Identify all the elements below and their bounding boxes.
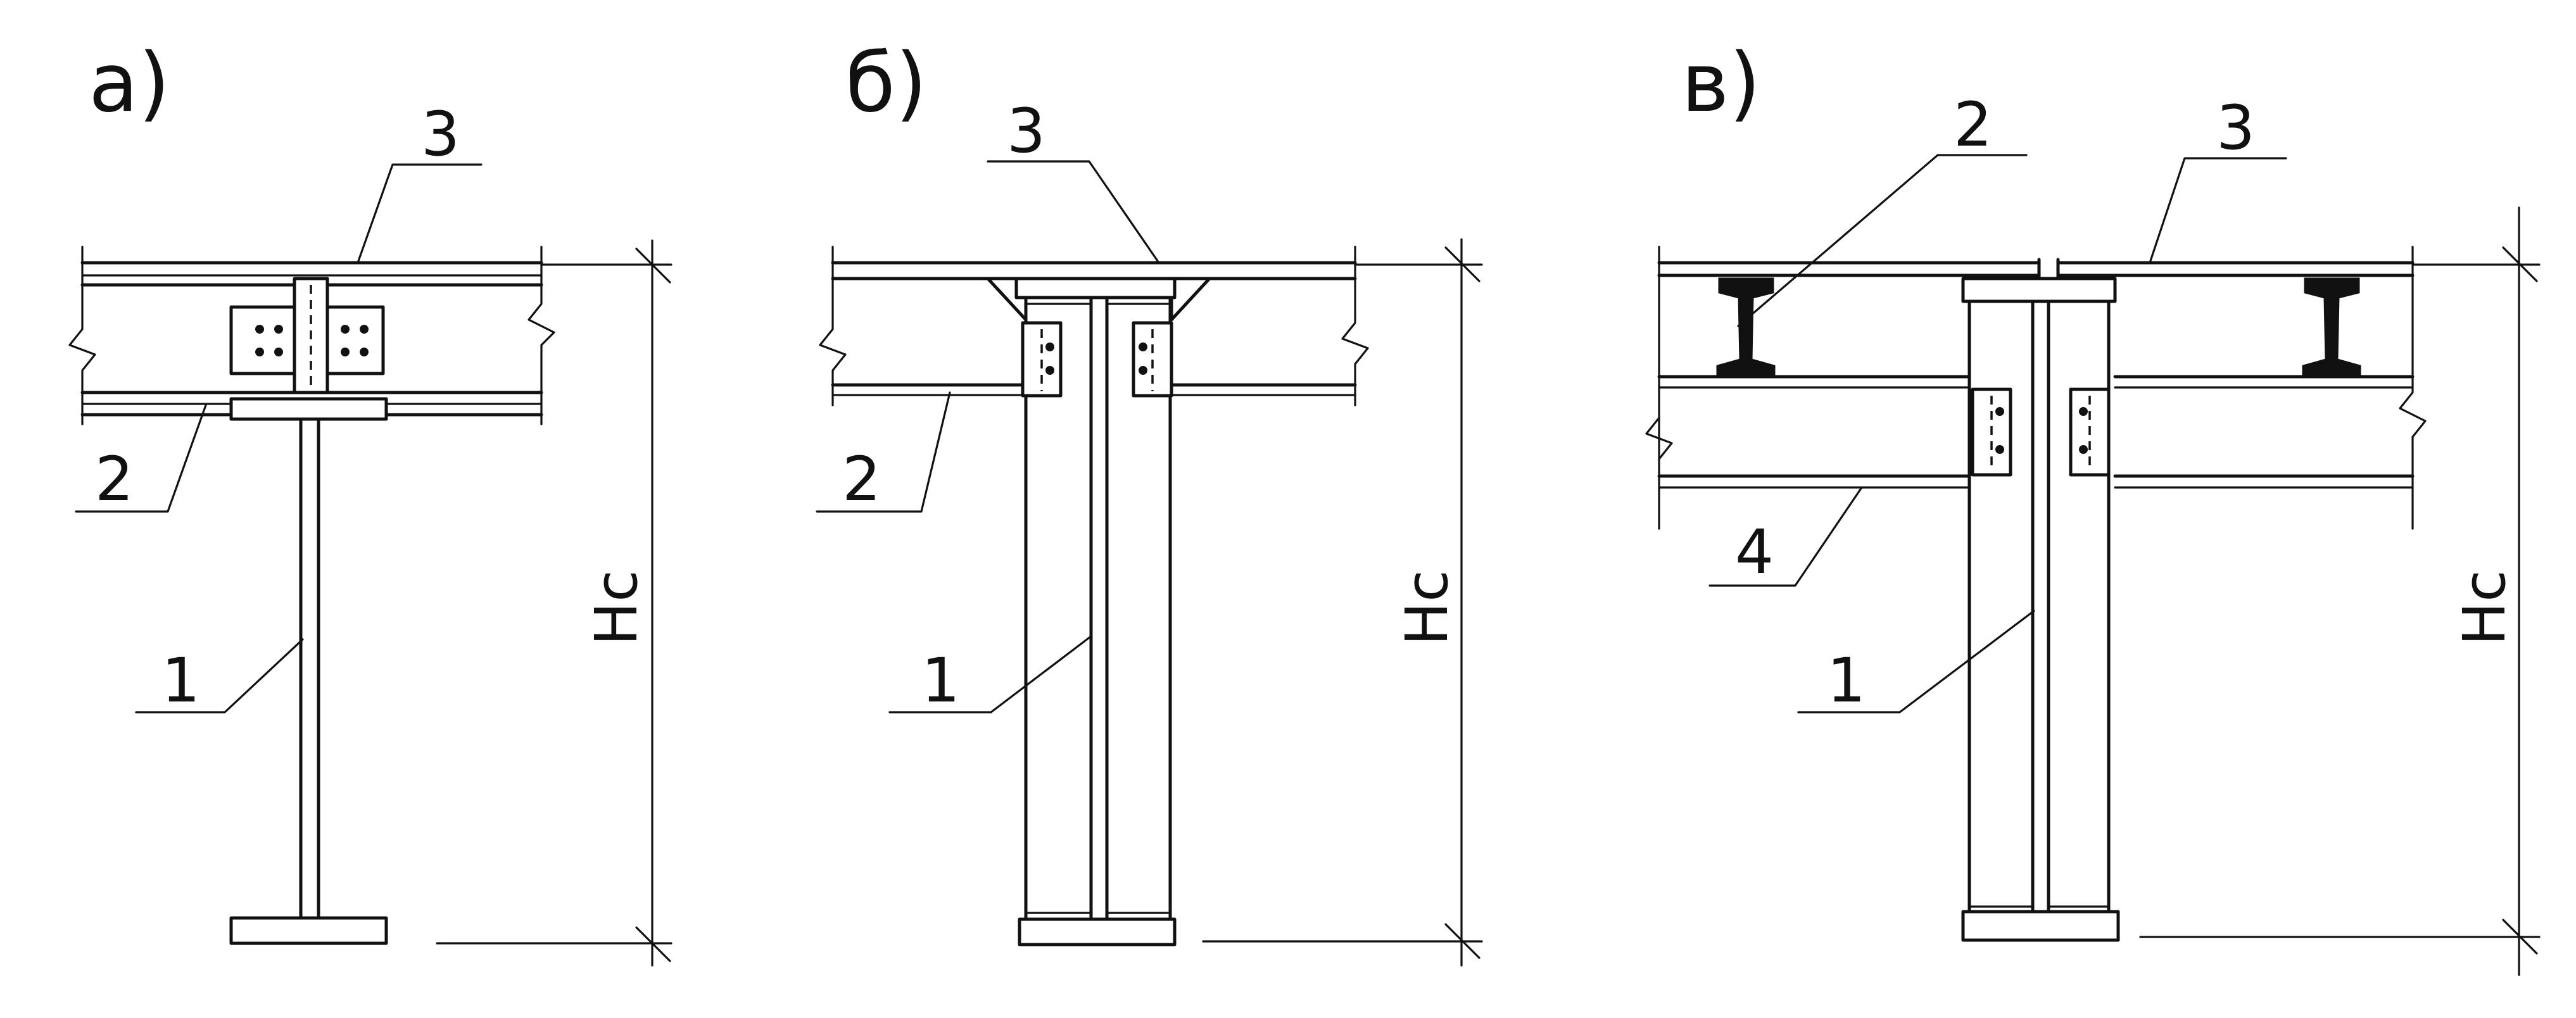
panel-c-callout-1: 1 xyxy=(1827,645,1866,716)
panel-c-callout-2: 2 xyxy=(1954,89,1992,160)
panel-c-label: в) xyxy=(1681,36,1760,130)
panel-c-callout-3: 3 xyxy=(2216,92,2255,163)
panel-a-label: а) xyxy=(89,36,170,130)
panel-a: а) xyxy=(68,36,672,967)
panel-a-callouts: 3 2 1 xyxy=(75,99,483,716)
panel-c-callouts: 2 3 4 1 xyxy=(1708,89,2287,716)
panel-b-callouts: 3 2 1 xyxy=(816,96,1160,716)
panel-c-column xyxy=(1961,277,2120,942)
panel-b-beam-top xyxy=(819,246,1369,406)
panel-b-callout-2: 2 xyxy=(842,444,881,515)
panel-a-callout-1: 1 xyxy=(161,645,200,716)
panel-c-callout-4: 4 xyxy=(1735,517,1774,588)
panel-a-joint xyxy=(229,277,385,394)
panel-a-callout-2: 2 xyxy=(95,444,134,515)
panel-b-column xyxy=(1014,277,1177,946)
panel-b-callout-1: 1 xyxy=(921,645,960,716)
panel-a-dimension: Hс xyxy=(436,239,672,967)
panel-b-dim-label: Hс xyxy=(1393,570,1461,646)
panel-a-callout-3: 3 xyxy=(421,99,460,170)
panel-b: б) xyxy=(816,36,1483,967)
panel-b-angles xyxy=(1021,321,1173,398)
panel-c: в) xyxy=(1645,36,2541,976)
panel-c-angles xyxy=(1971,387,2111,477)
panel-b-label: б) xyxy=(845,36,927,130)
panel-c-beam-top xyxy=(1657,246,2427,530)
panel-c-dimension: Hс xyxy=(2139,206,2541,976)
panel-c-dim-label: Hс xyxy=(2451,570,2518,646)
panel-b-dimension: Hс xyxy=(1202,238,1483,967)
panel-b-callout-3: 3 xyxy=(1007,96,1045,167)
panel-a-dim-label: Hс xyxy=(583,570,650,646)
panel-a-column xyxy=(229,397,388,945)
panel-c-beam-main xyxy=(1645,375,2415,489)
